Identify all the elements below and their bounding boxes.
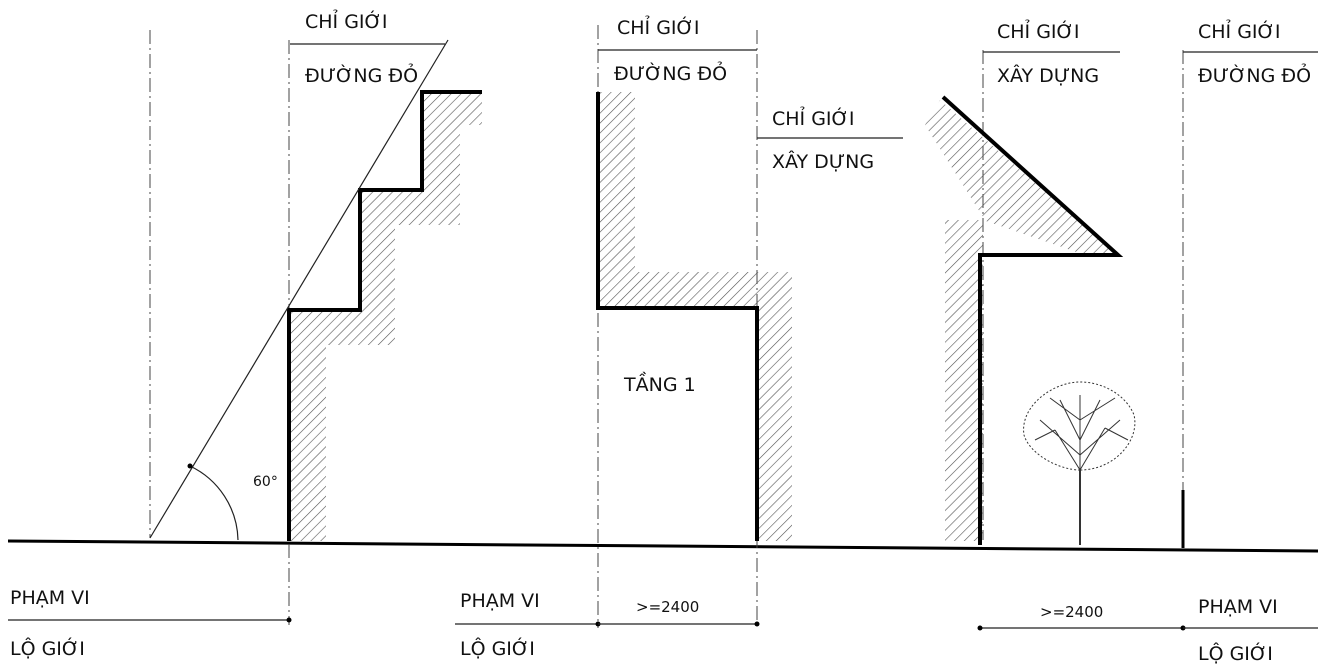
- ground-line: [7, 539, 1319, 553]
- stepped-building-outline: [287, 90, 482, 541]
- label-build-line-1-bottom: XÂY DỰNG: [772, 150, 874, 173]
- angle-dot: [187, 463, 193, 469]
- label-red-line-2-top: CHỈ GIỚI: [617, 14, 699, 39]
- scope-label-1-bottom: LỘ GIỚI: [10, 636, 85, 660]
- dim-label-1: >=2400: [636, 598, 699, 616]
- label-build-line-2-bottom: XÂY DỰNG: [997, 64, 1099, 87]
- hatch-stepped: [289, 92, 482, 541]
- dim-1-dot: [754, 621, 760, 627]
- scope-1-dot: [286, 617, 292, 623]
- angle-label: 60°: [253, 474, 278, 490]
- label-build-line-1-top: CHỈ GIỚI: [772, 105, 854, 130]
- scope-label-3-bottom: LỘ GIỚI: [1198, 641, 1273, 665]
- dim-2-dot-left: [977, 625, 983, 631]
- tree-icon: [1023, 381, 1136, 545]
- setback-building-outline: [596, 92, 759, 541]
- label-red-line-3-top: CHỈ GIỚI: [1198, 18, 1280, 43]
- label-build-line-2-top: CHỈ GIỚI: [997, 18, 1079, 43]
- dim-label-2: >=2400: [1040, 603, 1103, 621]
- scope-label-3-top: PHẠM VI: [1198, 596, 1278, 618]
- angle-envelope-line: [149, 39, 449, 539]
- label-red-line-1-top: CHỈ GIỚI: [305, 8, 387, 33]
- sloped-building-outline: [941, 95, 1124, 545]
- scope-label-1-top: PHẠM VI: [10, 587, 90, 609]
- hatch-sloped: [925, 100, 1118, 541]
- label-red-line-1-bottom: ĐƯỜNG ĐỎ: [305, 62, 418, 87]
- floor1-label: TẦNG 1: [623, 371, 696, 396]
- angle-arc: [189, 465, 239, 541]
- scope-label-2-bottom: LỘ GIỚI: [460, 636, 535, 660]
- hatch-floor-setback: [598, 92, 792, 541]
- label-red-line-3-bottom: ĐƯỜNG ĐỎ: [1198, 62, 1311, 87]
- scope-label-2-top: PHẠM VI: [460, 590, 540, 612]
- label-red-line-2-bottom: ĐƯỜNG ĐỎ: [614, 60, 727, 85]
